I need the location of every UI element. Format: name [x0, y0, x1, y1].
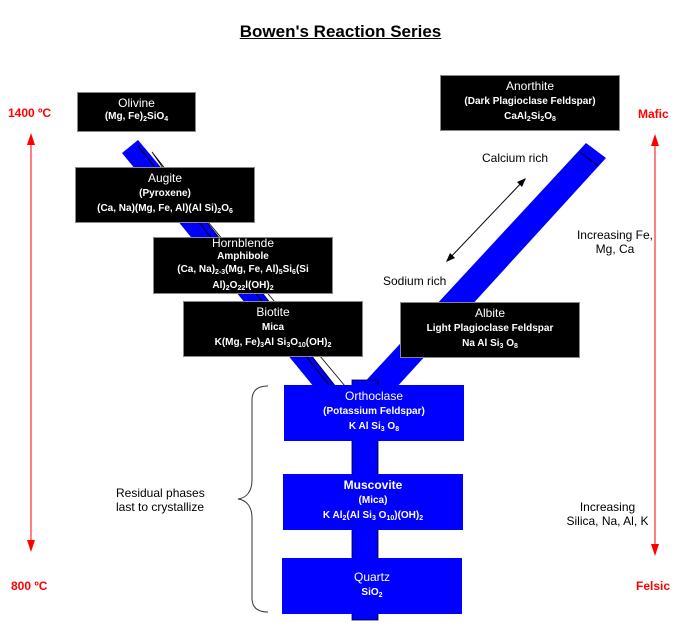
mineral-name: Hornblende — [211, 235, 275, 250]
mineral-formula: K Al Si3 O8 — [348, 421, 400, 433]
mafic-label: Mafic — [638, 107, 669, 121]
increasing-fe-line2: Mg, Ca — [595, 242, 635, 256]
mineral-formula: K(Mg, Fe)3Al Si3O10(OH)2 — [214, 337, 332, 349]
felsic-label: Felsic — [636, 579, 671, 593]
residual-brace — [237, 385, 269, 613]
increasing-fe-line1: Increasing Fe, — [576, 228, 654, 242]
increasing-fe-mg-ca-label: Increasing Fe, Mg, Ca — [560, 228, 670, 256]
mineral-subtitle: Mica — [261, 322, 285, 333]
mineral-name: Orthoclase — [344, 389, 404, 403]
calcium-arrow-head-icon — [517, 178, 526, 187]
temperature-arrow-up-icon — [27, 133, 35, 145]
mineral-subtitle: Light Plagioclase Feldspar — [426, 323, 554, 334]
residual-line2: last to crystallize — [116, 500, 205, 514]
mineral-formula: CaAl2Si2O8 — [504, 111, 556, 123]
mineral-formula: (Ca, Na)(Mg, Fe, Al)(Al Si)2O6 — [97, 203, 233, 215]
mineral-name: Anorthite — [505, 79, 555, 93]
continuous-band — [348, 143, 606, 400]
mineral-formula: (Mg, Fe)2SiO4 — [104, 111, 169, 123]
residual-line1: Residual phases — [116, 486, 205, 500]
mineral-formula: Na Al Si3 O8 — [462, 338, 518, 350]
sodium-arrow-head-icon — [446, 253, 455, 262]
continuous-band-edge — [579, 151, 599, 167]
composition-arrow-up-icon — [651, 134, 659, 146]
calcium-rich-label: Calcium rich — [482, 151, 549, 165]
mineral-formula: (Ca, Na)2-3(Mg, Fe, Al)5Si6(Si Al)2O22l(… — [177, 263, 309, 292]
mineral-box-biotite: Biotite Mica K(Mg, Fe)3Al Si3O10(OH)2 — [183, 301, 363, 357]
mineral-formula: K Al2(Al Si3 O10)(OH)2 — [322, 510, 424, 522]
mineral-box-hornblende: Hornblende Amphibole (Ca, Na)2-3(Mg, Fe,… — [153, 235, 333, 294]
mineral-box-olivine: Olivine (Mg, Fe)2SiO4 — [77, 92, 196, 132]
mineral-name: Muscovite — [343, 478, 403, 492]
mineral-box-anorthite: Anorthite (Dark Plagioclase Feldspar) Ca… — [440, 75, 620, 131]
mineral-box-muscovite: Muscovite (Mica) K Al2(Al Si3 O10)(OH)2 — [283, 474, 463, 530]
increasing-silica-line1: Increasing — [579, 500, 636, 514]
mineral-name: Albite — [474, 306, 506, 320]
mineral-name: Olivine — [118, 96, 155, 110]
mineral-box-orthoclase: Orthoclase (Potassium Feldspar) K Al Si3… — [284, 385, 464, 441]
composition-arrow-down-icon — [651, 544, 659, 556]
mineral-name: Biotite — [256, 305, 290, 319]
mineral-subtitle: (Dark Plagioclase Feldspar) — [464, 96, 596, 107]
mineral-subtitle: (Potassium Feldspar) — [323, 406, 425, 417]
temperature-arrow-down-icon — [27, 540, 35, 552]
temperature-low-label: 800 ºC — [11, 579, 48, 593]
increasing-silica-label: Increasing Silica, Na, Al, K — [550, 500, 665, 528]
mineral-box-quartz: Quartz SiO2 — [282, 558, 462, 614]
mineral-box-albite: Albite Light Plagioclase Feldspar Na Al … — [400, 302, 580, 358]
residual-phases-label: Residual phases last to crystallize — [116, 486, 205, 514]
mineral-box-augite: Augite (Pyroxene) (Ca, Na)(Mg, Fe, Al)(A… — [75, 167, 255, 223]
temperature-high-label: 1400 ºC — [8, 106, 52, 120]
mineral-subtitle: (Pyroxene) — [139, 188, 191, 199]
sodium-rich-label: Sodium rich — [383, 274, 447, 288]
diagram-title: Bowen's Reaction Series — [239, 22, 442, 41]
mineral-name: Augite — [147, 171, 183, 185]
increasing-silica-line2: Silica, Na, Al, K — [566, 514, 649, 528]
mineral-name: Quartz — [353, 569, 390, 584]
mineral-subtitle: Amphibole — [217, 250, 269, 262]
mineral-formula: SiO2 — [361, 586, 383, 599]
plagioclase-double-arrow — [447, 179, 525, 261]
mineral-subtitle: (Mica) — [358, 495, 388, 506]
